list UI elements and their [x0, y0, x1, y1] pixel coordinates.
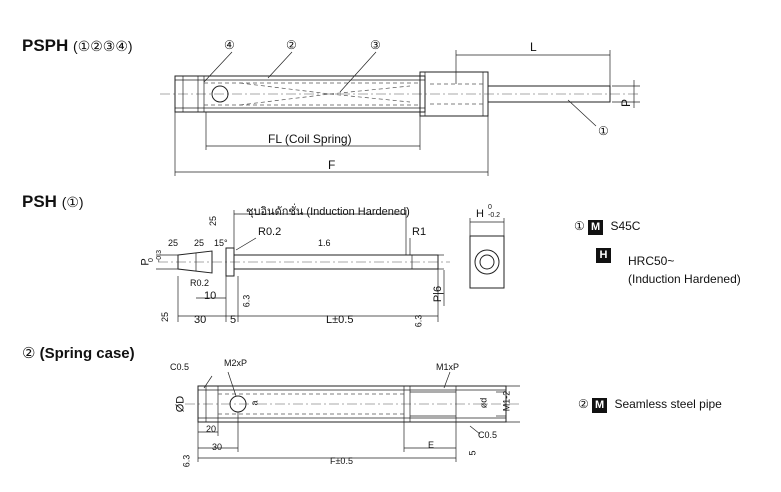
thread-M1xP: M1xP: [436, 362, 460, 372]
dim-M12: M1-2: [501, 390, 512, 412]
hardened-label: ชุบอินดักชั่น (Induction Hardened): [246, 206, 410, 218]
dim-5: 5: [230, 314, 237, 326]
dim-E: E: [428, 440, 435, 450]
material-2-text2: (Induction Hardened): [628, 272, 741, 286]
material-2-text: HRC50~: [628, 254, 675, 268]
callout-3: ③: [370, 38, 381, 52]
psph-parts: (①②③④): [73, 38, 133, 54]
dim-H: H: [476, 208, 484, 220]
dim-FL: FL (Coil Spring): [268, 132, 352, 146]
chamfer-C05-left: C0.5: [170, 362, 190, 372]
dim-L: L: [530, 40, 537, 54]
material-row-3: ② M Seamless steel pipe: [578, 397, 722, 413]
dim-L-tol: L±0.5: [326, 314, 354, 326]
chamfer-C05-right: C0.5: [478, 430, 498, 440]
dim-P: P: [619, 98, 634, 108]
dim-F-tol: F±0.5: [330, 456, 353, 466]
material-3-text: Seamless steel pipe: [614, 397, 722, 411]
psh-parts: (①): [61, 194, 84, 210]
material-row-2: H: [596, 247, 611, 263]
roughness-16: 1.6: [318, 238, 331, 248]
psph-title: PSPH: [22, 36, 69, 55]
thread-M2xP: M2xP: [224, 358, 248, 368]
dim-a: a: [249, 400, 260, 406]
material-1-text: S45C: [610, 219, 641, 233]
dim-od: ød: [478, 397, 489, 409]
psh-title: PSH: [22, 192, 57, 211]
roughness-25-bottom: 25: [160, 311, 171, 323]
roughness-63-case: 6.3: [181, 454, 192, 468]
material-3-num: ②: [578, 397, 589, 411]
psh-heading: PSH (①): [22, 192, 84, 212]
spring-case-heading: ② (Spring case): [22, 344, 135, 362]
material-2-badge: H: [596, 248, 611, 263]
dim-OD: ØD: [174, 395, 187, 413]
dim-20: 20: [206, 424, 217, 434]
material-3-badge: M: [592, 398, 608, 413]
material-1-badge: M: [588, 220, 604, 235]
psh-drawing: [156, 210, 505, 322]
material-row-1: ① M S45C: [574, 219, 640, 235]
callout-2: ②: [286, 38, 297, 52]
spring-case-title: (Spring case): [39, 345, 135, 362]
roughness-63-b: 6.3: [413, 314, 424, 328]
dim-10: 10: [204, 290, 217, 302]
dim-30: 30: [194, 314, 207, 326]
spring-case-num: ②: [22, 345, 36, 362]
material-1-num: ①: [574, 219, 585, 233]
dim-P-left-tol: 0 -0.3: [148, 249, 164, 263]
roughness-63-a: 6.3: [241, 294, 252, 308]
psph-heading: PSPH (①②③④): [22, 36, 133, 56]
radius-R02-small: R0.2: [190, 278, 210, 288]
radius-R1: R1: [412, 226, 427, 238]
angle-25: 25: [168, 238, 179, 248]
dim-P6: P|6: [432, 285, 445, 303]
psph-drawing: [160, 50, 640, 176]
dim-H-tol: 0 -0.2: [488, 204, 501, 219]
roughness-25-top: 25: [208, 215, 219, 227]
dim-F: F: [328, 158, 336, 172]
angle-15: 15°: [214, 238, 228, 248]
angle-25b: 25: [194, 238, 205, 248]
callout-1: ①: [598, 124, 609, 138]
radius-R02: R0.2: [258, 226, 282, 238]
dim-30-case: 30: [212, 442, 223, 452]
spring-case-drawing: [185, 371, 520, 462]
dim-5-case: 5: [467, 450, 478, 456]
callout-4: ④: [224, 38, 235, 52]
